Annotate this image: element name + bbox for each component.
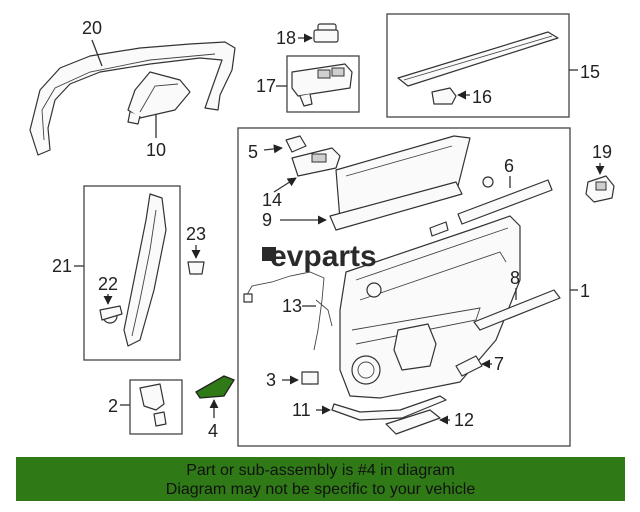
part-16-clip [431, 87, 457, 105]
callout-10: 10 [146, 140, 166, 160]
info-banner: Part or sub-assembly is #4 in diagram Di… [16, 457, 625, 501]
callout-8: 8 [510, 268, 520, 288]
part-17-box [286, 55, 360, 113]
banner-line-2: Diagram may not be specific to your vehi… [165, 481, 476, 498]
callout-5: 5 [248, 142, 258, 162]
callout-12: 12 [454, 410, 474, 430]
callout-20: 20 [82, 18, 102, 38]
door-trim-panel [339, 215, 521, 399]
callout-6: 6 [504, 156, 514, 176]
part-15-box [386, 13, 570, 118]
part-13-wire-harness [243, 271, 333, 351]
banner-line-1: Part or sub-assembly is #4 in diagram [186, 462, 455, 479]
callout-2: 2 [108, 396, 118, 416]
part-9-armrest-panel [329, 135, 471, 231]
callout-3: 3 [266, 370, 276, 390]
callout-22: 22 [98, 274, 118, 294]
callout-19: 19 [592, 142, 612, 162]
part-4-highlighted [195, 375, 235, 399]
callout-13: 13 [282, 296, 302, 316]
part-2-box [129, 379, 183, 435]
callout-16: 16 [472, 87, 492, 107]
part-10-corner-trim [127, 71, 191, 125]
part-15-belt-molding [397, 31, 559, 87]
part-23-clip [187, 261, 205, 275]
evparts-logo: evparts [262, 240, 377, 273]
part-3-clip [301, 371, 319, 385]
callout-23: 23 [186, 224, 206, 244]
callout-14: 14 [262, 190, 282, 210]
part-5-switch [285, 135, 307, 153]
part-20-window-frame [29, 41, 236, 156]
part-8-molding [473, 289, 561, 331]
part-14-switch-base [291, 147, 341, 177]
part-2-bracket [139, 383, 167, 427]
callout-11: 11 [292, 400, 311, 420]
part-6-trim-strip [429, 176, 553, 237]
part-19-switch [585, 175, 615, 203]
callout-1: 1 [580, 281, 590, 301]
part-21-garnish [123, 193, 167, 347]
callout-18: 18 [276, 28, 296, 48]
callout-7: 7 [494, 354, 504, 374]
part-11-lower-molding [331, 395, 447, 421]
svg-text:evparts: evparts [270, 240, 377, 273]
parts-diagram: 20 10 18 17 15 16 19 [29, 13, 615, 447]
part-22-clip [99, 305, 123, 324]
part-21-box [83, 185, 181, 361]
callout-4: 4 [208, 421, 218, 441]
callout-17: 17 [256, 76, 276, 96]
part-18-switch-cap [313, 23, 339, 43]
callout-21: 21 [52, 256, 72, 276]
part-1-box [237, 127, 571, 447]
callout-15: 15 [580, 62, 600, 82]
part-17-window-switch [291, 63, 353, 107]
callout-9: 9 [262, 210, 272, 230]
